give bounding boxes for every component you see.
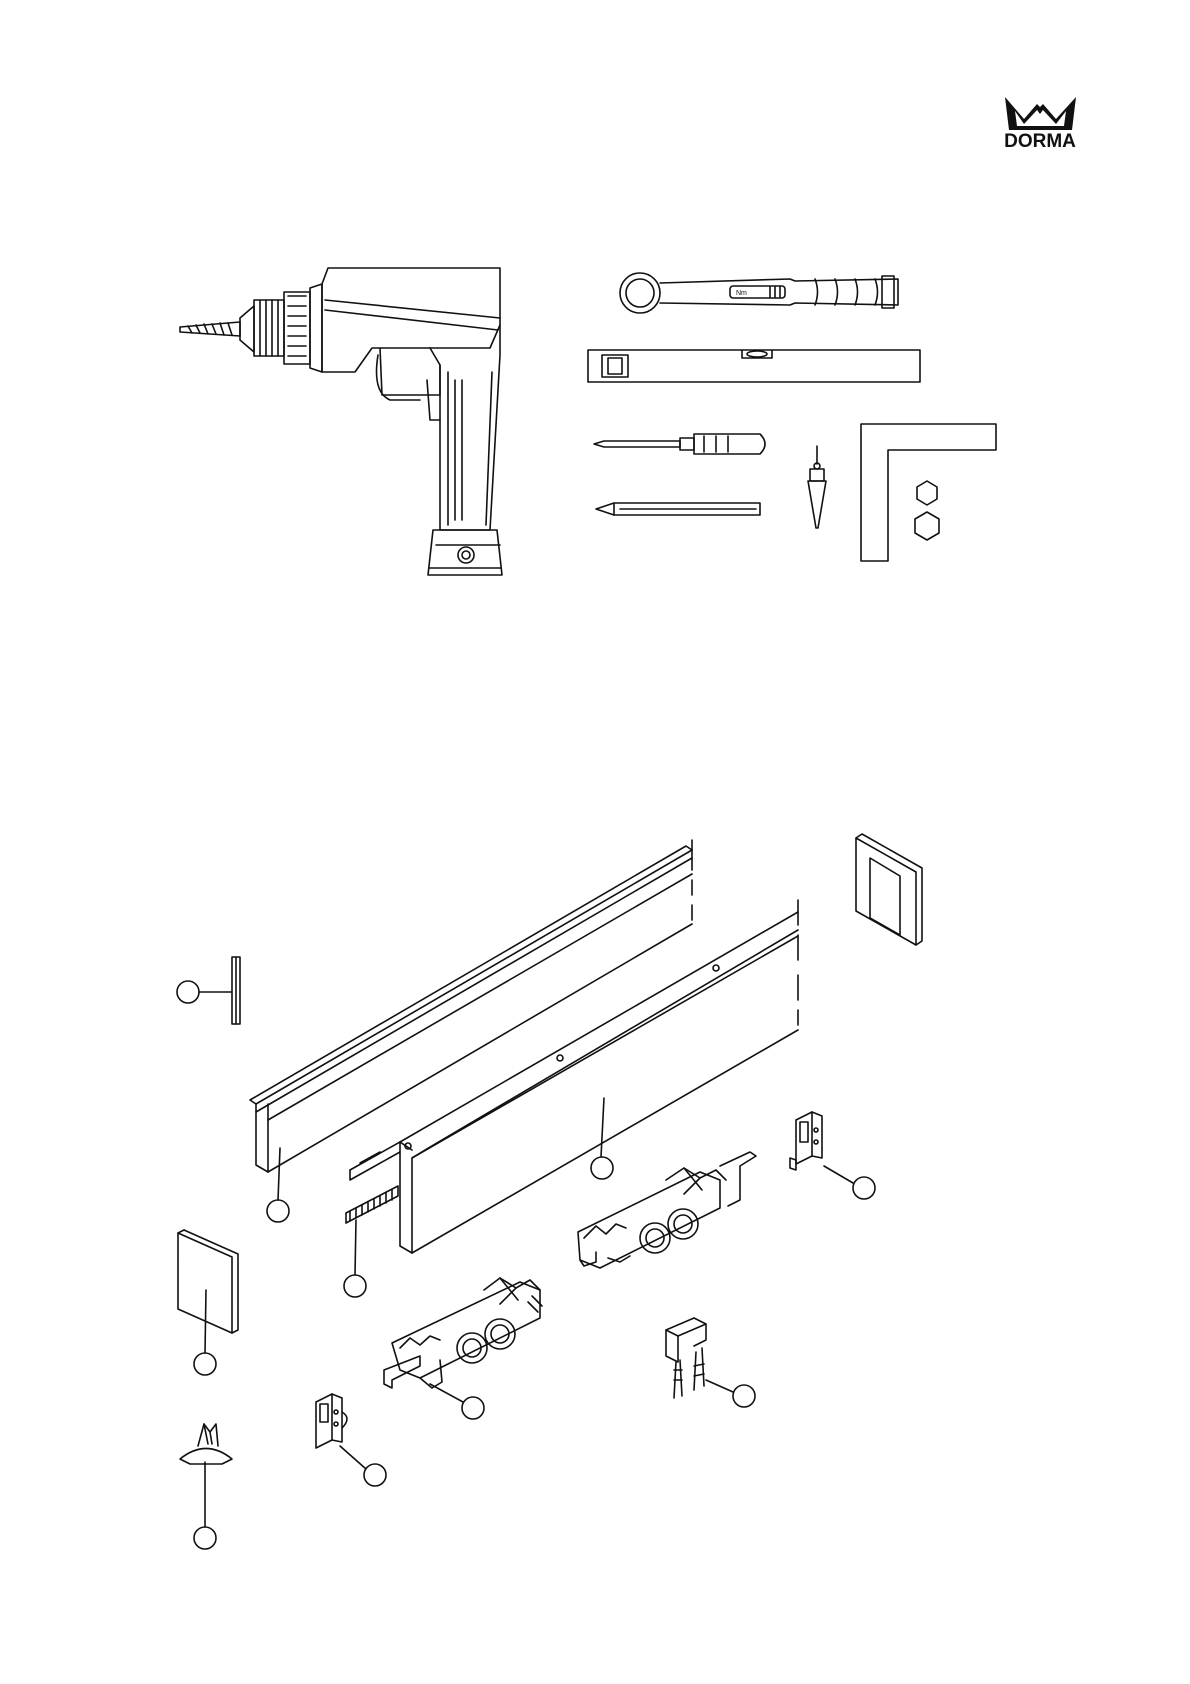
spacer-panel	[178, 1230, 238, 1333]
callout-circle-c8	[733, 1385, 755, 1407]
end-stop-top	[790, 1112, 822, 1170]
wrench-scale-label: Nm	[736, 290, 747, 297]
callouts	[177, 981, 875, 1549]
fixing-strip	[232, 957, 240, 1024]
level-icon	[588, 350, 920, 382]
callout-circle-c3	[591, 1157, 613, 1179]
pencil-icon	[596, 503, 760, 515]
brush-strip	[346, 1186, 398, 1223]
crown-icon	[1005, 97, 1076, 130]
wrench-icon: Nm	[620, 273, 898, 313]
roller-carriage-left	[384, 1278, 542, 1388]
callout-circle-c10	[194, 1527, 216, 1549]
callout-circle-c9	[364, 1464, 386, 1486]
callout-circle-c1	[177, 981, 199, 1003]
wall-anchor	[180, 1424, 232, 1464]
callout-circle-c6	[194, 1353, 216, 1375]
callout-circle-c7	[462, 1397, 484, 1419]
roller-carriage-right	[578, 1152, 756, 1268]
hexagon-icon	[915, 481, 939, 540]
callout-circle-c4	[853, 1177, 875, 1199]
brand-name: DORMA	[1004, 131, 1076, 152]
callout-circle-c5	[344, 1275, 366, 1297]
callout-circle-c2	[267, 1200, 289, 1222]
square-icon	[861, 424, 996, 561]
drill-icon	[180, 268, 502, 575]
track-profile	[350, 900, 798, 1253]
screwdriver-icon	[594, 434, 765, 454]
end-stop-bottom	[316, 1394, 347, 1448]
end-stop-pins	[666, 1318, 706, 1398]
plumb-bob-icon	[808, 446, 826, 528]
end-plate	[856, 834, 922, 945]
dorma-logo: DORMA	[1004, 97, 1076, 152]
